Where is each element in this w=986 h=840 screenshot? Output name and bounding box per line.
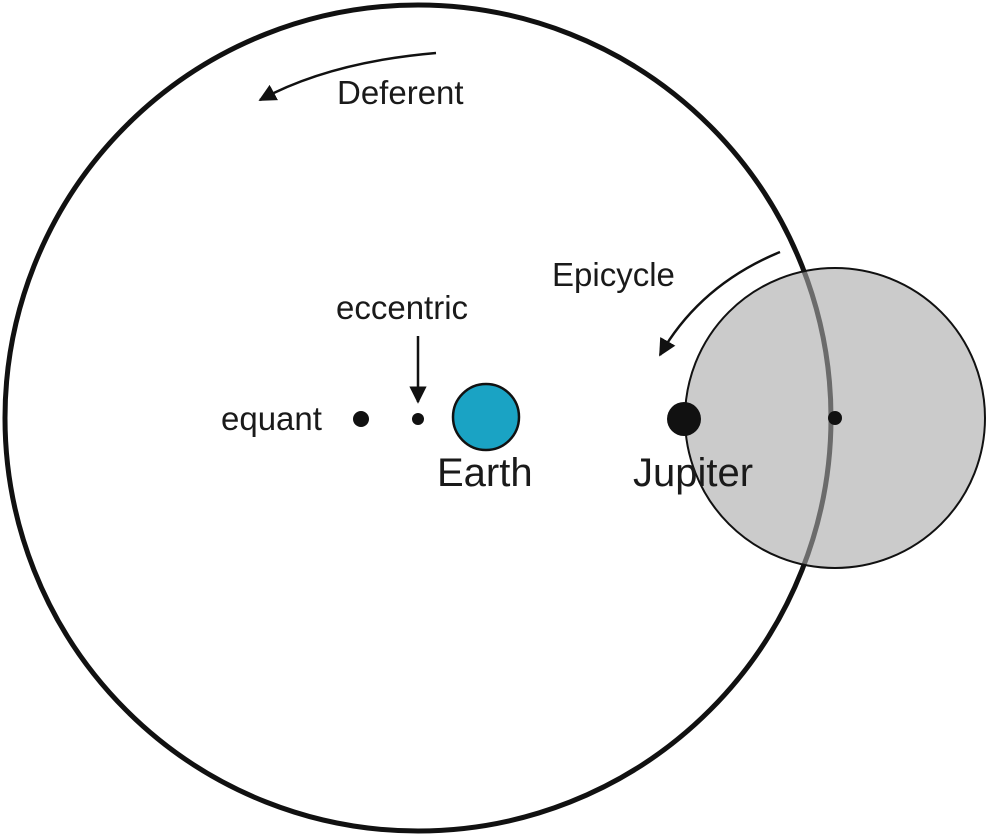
equant-label: equant: [221, 400, 322, 437]
earth-disc: [451, 382, 521, 452]
epicycle-label: Epicycle: [552, 256, 675, 293]
jupiter-label: Jupiter: [633, 451, 753, 495]
epicycle-center-point: [828, 411, 842, 425]
epicycle-arrow: [658, 250, 781, 357]
eccentric-point: [412, 413, 424, 425]
equant-point: [353, 411, 369, 427]
eccentric-label: eccentric: [336, 289, 468, 326]
jupiter-disc: [667, 402, 701, 436]
deferent-label: Deferent: [337, 74, 464, 111]
deferent-arrow: [258, 51, 437, 102]
earth-label: Earth: [437, 451, 533, 495]
